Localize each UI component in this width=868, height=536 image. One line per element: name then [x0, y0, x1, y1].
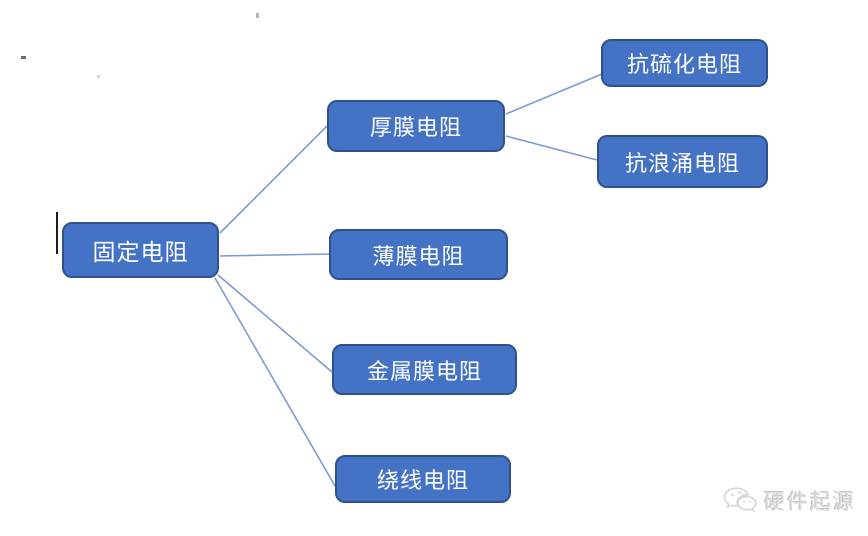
node-label: 抗硫化电阻 — [626, 52, 742, 77]
node-label: 抗浪涌电阻 — [624, 150, 740, 176]
node-anti-surge-resistor[interactable]: 抗浪涌电阻 — [597, 135, 768, 188]
node-label: 绕线电阻 — [376, 468, 469, 493]
artifact-speck — [256, 13, 259, 18]
node-metal-film-resistor[interactable]: 金属膜电阻 — [332, 344, 517, 395]
node-thin-film-resistor[interactable]: 薄膜电阻 — [329, 229, 508, 280]
wechat-icon — [723, 487, 757, 513]
node-label: 薄膜电阻 — [372, 243, 465, 269]
watermark-label: 硬件起源 — [764, 490, 856, 514]
node-thick-film-resistor[interactable]: 厚膜电阻 — [327, 100, 505, 152]
artifact-speck — [97, 75, 100, 78]
node-wire-wound-resistor[interactable]: 绕线电阻 — [335, 455, 511, 503]
node-fixed-resistor[interactable]: 固定电阻 — [62, 222, 219, 278]
connector-thick-surge — [505, 135, 598, 161]
connector-root-wire — [214, 277, 336, 487]
connector-root-thin — [219, 253, 330, 257]
node-label: 金属膜电阻 — [366, 358, 482, 384]
text-cursor — [56, 212, 58, 254]
connector-thick-sulfur — [505, 73, 603, 115]
watermark: 硬件起源 — [722, 486, 856, 516]
node-label: 固定电阻 — [92, 239, 189, 265]
artifact-speck — [21, 56, 26, 59]
node-label: 厚膜电阻 — [369, 115, 462, 140]
connector-root-thick — [219, 125, 328, 234]
node-anti-sulfuration-resistor[interactable]: 抗硫化电阻 — [601, 39, 768, 87]
connector-root-metal — [217, 274, 333, 373]
